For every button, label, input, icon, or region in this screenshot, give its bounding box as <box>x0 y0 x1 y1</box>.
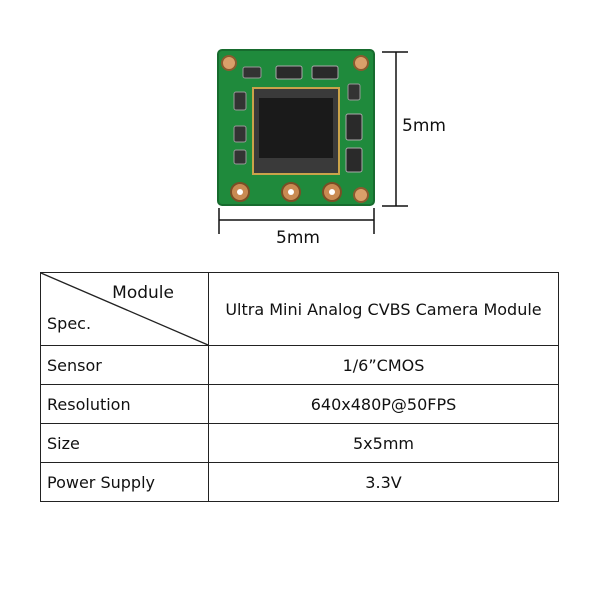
corner-bottom-label: Spec. <box>47 314 92 333</box>
smd-component <box>311 65 339 80</box>
smd-component <box>275 65 303 80</box>
row-label: Power Supply <box>40 462 209 502</box>
image-sensor <box>259 98 333 158</box>
table-row: Sensor 1/6”CMOS <box>40 345 559 385</box>
solder-pad <box>288 189 294 195</box>
product-name-cell: Ultra Mini Analog CVBS Camera Module <box>208 272 559 346</box>
spec-table: Module Spec. Ultra Mini Analog CVBS Came… <box>40 272 559 502</box>
row-value: 640x480P@50FPS <box>208 384 559 424</box>
mount-hole <box>353 187 369 203</box>
table-header-row: Module Spec. Ultra Mini Analog CVBS Came… <box>40 272 559 346</box>
mount-hole <box>221 55 237 71</box>
diagonal-divider <box>41 273 208 345</box>
solder-pad <box>329 189 335 195</box>
row-label: Sensor <box>40 345 209 385</box>
smd-component <box>347 83 361 101</box>
height-dimension <box>382 51 408 207</box>
smd-component <box>233 125 247 143</box>
smd-component <box>242 66 262 79</box>
table-row: Resolution 640x480P@50FPS <box>40 384 559 424</box>
smd-component <box>345 113 363 141</box>
row-label: Size <box>40 423 209 463</box>
smd-component <box>233 149 247 165</box>
smd-component <box>233 91 247 111</box>
width-label: 5mm <box>276 228 320 248</box>
camera-module-figure <box>217 49 408 234</box>
height-label: 5mm <box>402 116 446 136</box>
row-value: 5x5mm <box>208 423 559 463</box>
solder-pad <box>237 189 243 195</box>
row-value: 3.3V <box>208 462 559 502</box>
smd-component <box>345 147 363 173</box>
corner-header-cell: Module Spec. <box>40 272 209 346</box>
mount-hole <box>353 55 369 71</box>
table-row: Size 5x5mm <box>40 423 559 463</box>
table-row: Power Supply 3.3V <box>40 462 559 502</box>
corner-top-label: Module <box>112 283 174 303</box>
row-value: 1/6”CMOS <box>208 345 559 385</box>
row-label: Resolution <box>40 384 209 424</box>
width-dimension <box>218 208 375 234</box>
